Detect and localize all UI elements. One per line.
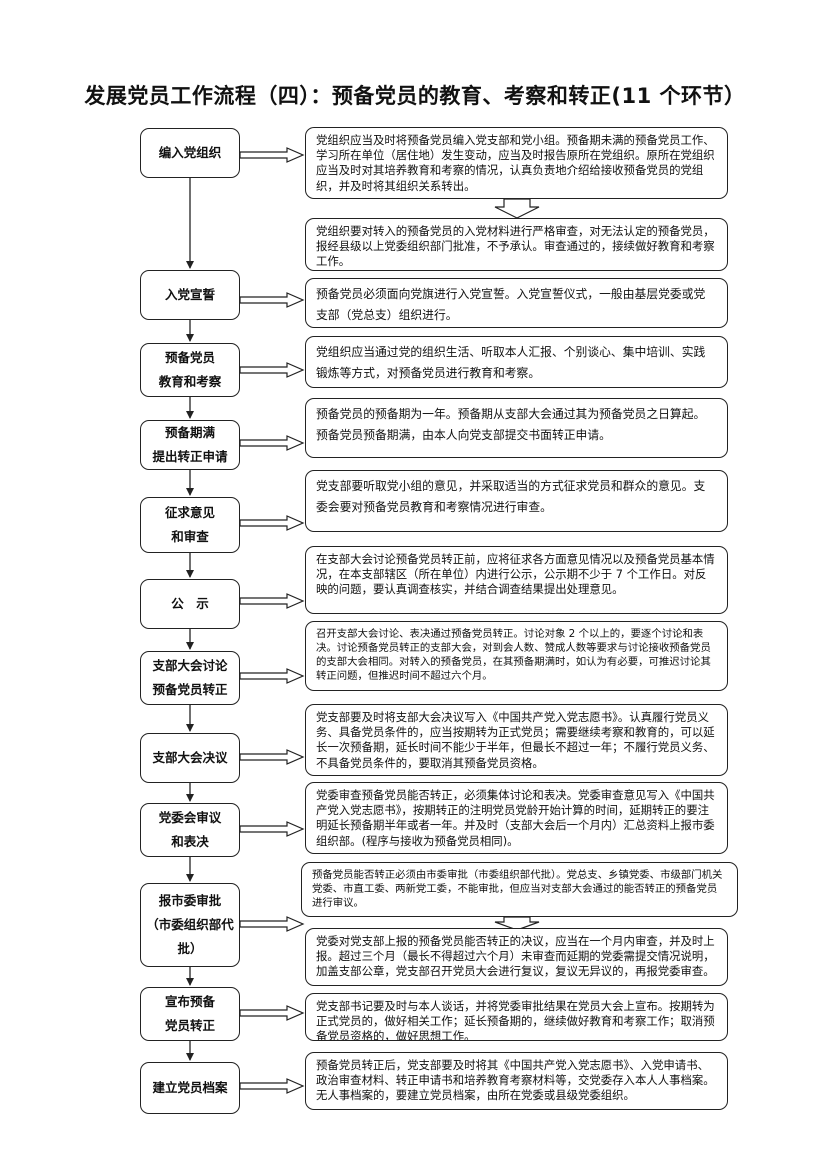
hollow-arrow: [239, 749, 305, 765]
step-label: 入党宣誓: [164, 287, 215, 302]
description-box: 预备党员能否转正必须由市委审批（市委组织部代批）。党总支、乡镇党委、市级部门机关…: [301, 862, 738, 917]
page-title: 发展党员工作流程（四）：预备党员的教育、考察和转正(11 个环节）: [84, 84, 746, 108]
description-box: 党支部要听取党小组的意见，并采取适当的方式征求党员和群众的意见。支委会要对预备党…: [305, 470, 728, 532]
description-box: 党支部要及时将支部大会决议写入《中国共产党入党志愿书》。认真履行党员义务、具备党…: [305, 704, 728, 776]
hollow-arrow: [239, 821, 305, 837]
step-box-publicity: 公 示: [140, 579, 240, 629]
hollow-down-arrow: [494, 916, 540, 931]
hollow-arrow: [239, 515, 305, 531]
step-label: 建立党员档案: [152, 1080, 228, 1095]
hollow-down-arrow: [494, 198, 540, 219]
description-box: 在支部大会讨论预备党员转正前，应将征求各方面意见情况以及预备党员基本情况，在本支…: [305, 546, 728, 614]
step-label: 编入党组织: [158, 145, 222, 160]
step-box-announce-regularization: 宣布预备 党员转正: [140, 987, 240, 1041]
step-label: 征求意见 和审查: [164, 505, 215, 544]
description-box: 预备党员的预备期为一年。预备期从支部大会通过其为预备党员之日算起。预备党员预备期…: [305, 398, 728, 458]
description-box: 党支部书记要及时与本人谈话，并将党委审批结果在党员大会上宣布。按期转为正式党员的…: [305, 993, 728, 1041]
step-box-join-organization: 编入党组织: [140, 128, 240, 178]
hollow-arrow: [239, 362, 305, 378]
hollow-arrow: [239, 435, 305, 451]
description-box: 党委对党支部上报的预备党员能否转正的决议，应当在一个月内审查，并及时上报。超过三…: [305, 928, 728, 986]
hollow-arrow: [239, 1078, 305, 1094]
step-box-committee-review: 党委会审议 和表决: [140, 803, 240, 857]
step-box-solicit-opinions: 征求意见 和审查: [140, 497, 240, 553]
step-box-branch-discussion: 支部大会讨论 预备党员转正: [140, 651, 240, 705]
hollow-arrow: [239, 292, 305, 308]
step-box-branch-resolution: 支部大会决议: [140, 733, 240, 783]
step-box-apply-regularization: 预备期满 提出转正申请: [140, 420, 240, 470]
step-label: 预备期满 提出转正申请: [152, 425, 228, 464]
step-box-city-approval: 报市委审批 （市委组织部代 批）: [140, 883, 240, 967]
description-box: 预备党员转正后，党支部要及时将其《中国共产党入党志愿书》、入党申请书、政治审查材…: [305, 1052, 728, 1110]
step-label: 公 示: [171, 596, 209, 611]
step-label: 党委会审议 和表决: [158, 810, 222, 849]
hollow-arrow: [239, 916, 305, 932]
description-box: 预备党员必须面向党旗进行入党宣誓。入党宣誓仪式，一般由基层党委或党支部（党总支）…: [305, 278, 728, 328]
step-label: 支部大会决议: [152, 750, 228, 765]
step-box-create-archive: 建立党员档案: [140, 1062, 240, 1114]
step-box-oath: 入党宣誓: [140, 270, 240, 320]
description-box: 召开支部大会讨论、表决通过预备党员转正。讨论对象 2 个以上的，要逐个讨论和表决…: [305, 621, 728, 691]
hollow-arrow: [239, 593, 305, 609]
hollow-arrow: [239, 147, 305, 163]
description-box: 党组织要对转入的预备党员的入党材料进行严格审查，对无法认定的预备党员，报经县级以…: [305, 218, 728, 271]
step-label: 报市委审批 （市委组织部代 批）: [146, 893, 234, 956]
step-label: 支部大会讨论 预备党员转正: [152, 658, 228, 697]
step-label: 预备党员 教育和考察: [158, 350, 222, 389]
description-box: 党委审查预备党员能否转正，必须集体讨论和表决。党委审查意见写入《中国共产党入党志…: [305, 782, 728, 854]
step-label: 宣布预备 党员转正: [164, 994, 215, 1033]
description-box: 党组织应当及时将预备党员编入党支部和党小组。预备期未满的预备党员工作、学习所在单…: [305, 127, 728, 199]
hollow-arrow: [239, 1005, 305, 1021]
hollow-arrow: [239, 668, 305, 684]
description-box: 党组织应当通过党的组织生活、听取本人汇报、个别谈心、集中培训、实践锻炼等方式，对…: [305, 336, 728, 388]
step-box-education-inspection: 预备党员 教育和考察: [140, 343, 240, 397]
